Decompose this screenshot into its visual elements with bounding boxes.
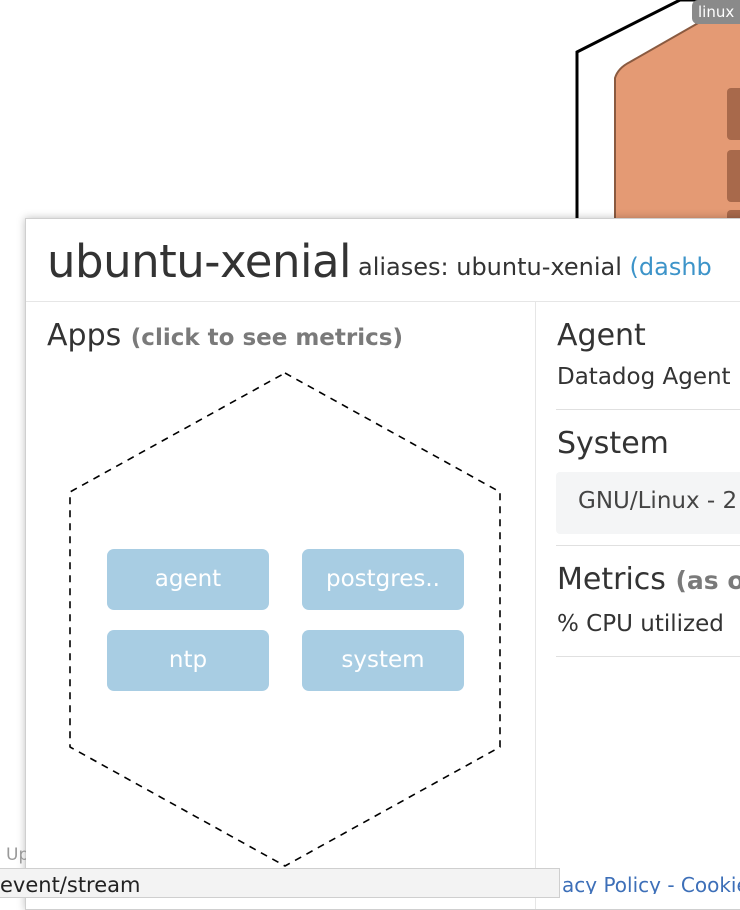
metrics-hint: (as of [675, 566, 740, 595]
host-aliases: aliases: ubuntu-xenial (dashb [358, 253, 712, 281]
divider [556, 656, 740, 657]
host-cell [727, 150, 740, 202]
dashboard-link[interactable]: (dashb [629, 253, 712, 281]
host-info-panel: Agent Datadog Agent System GNU/Linux - 2… [536, 302, 740, 909]
status-url: event/stream [0, 873, 141, 897]
app-button-agent[interactable]: agent [107, 549, 269, 610]
popup-header: ubuntu-xenial aliases: ubuntu-xenial (da… [26, 219, 740, 302]
host-detail-popup: ubuntu-xenial aliases: ubuntu-xenial (da… [25, 218, 740, 910]
aliases-text: aliases: ubuntu-xenial [358, 253, 622, 281]
system-info-box: GNU/Linux - 2 [556, 472, 740, 534]
system-value: GNU/Linux - 2 [578, 488, 738, 514]
metric-cpu-utilized[interactable]: % CPU utilized [557, 611, 724, 637]
host-name-title: ubuntu-xenial [47, 235, 352, 288]
host-tag-label: linux [692, 0, 740, 24]
agent-value: Datadog Agent [557, 364, 731, 390]
app-button-postgres[interactable]: postgres.. [302, 549, 464, 610]
apps-hint: (click to see metrics) [130, 325, 403, 351]
system-heading: System [557, 426, 669, 461]
host-cell [727, 88, 740, 140]
apps-title: Apps [47, 318, 122, 353]
agent-heading: Agent [557, 318, 646, 353]
apps-hexagon-outline [69, 372, 501, 867]
divider [556, 545, 740, 546]
app-button-ntp[interactable]: ntp [107, 630, 269, 691]
host-hexagon-ubuntu-xenial[interactable] [614, 21, 740, 241]
divider [556, 409, 740, 410]
metrics-title: Metrics [557, 562, 666, 597]
metrics-heading: Metrics (as of [557, 562, 740, 597]
app-button-system[interactable]: system [302, 630, 464, 691]
apps-heading: Apps (click to see metrics) [47, 318, 403, 353]
footer-policy-links[interactable]: acy Policy - Cookie P [562, 873, 740, 894]
apps-panel: Apps (click to see metrics) agent postgr… [26, 302, 536, 909]
status-text-left: Up [6, 845, 26, 865]
